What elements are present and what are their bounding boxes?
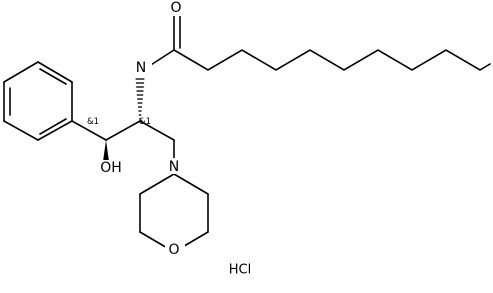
acyl-chain: [173, 11, 491, 71]
hydroxyl-label: OH: [100, 160, 122, 176]
morpholine-nitrogen-label: N: [169, 159, 179, 175]
morpholine-ring: [139, 173, 209, 253]
stereo-label-amino: &1: [139, 117, 151, 127]
stereo-label-carbinol: &1: [87, 117, 99, 127]
atom-labels: O N OH N O: [96, 0, 185, 259]
hash-bond-amide: [135, 78, 145, 120]
wedge-bond-hydroxyl: [102, 140, 110, 163]
backbone-bonds: [71, 49, 175, 159]
counterion-label: HCl: [229, 263, 251, 278]
morpholine-oxygen-label: O: [168, 242, 179, 258]
amide-nitrogen-label: N: [136, 60, 146, 76]
phenyl-ring: [3, 61, 73, 141]
carbonyl-oxygen-label: O: [170, 0, 181, 16]
